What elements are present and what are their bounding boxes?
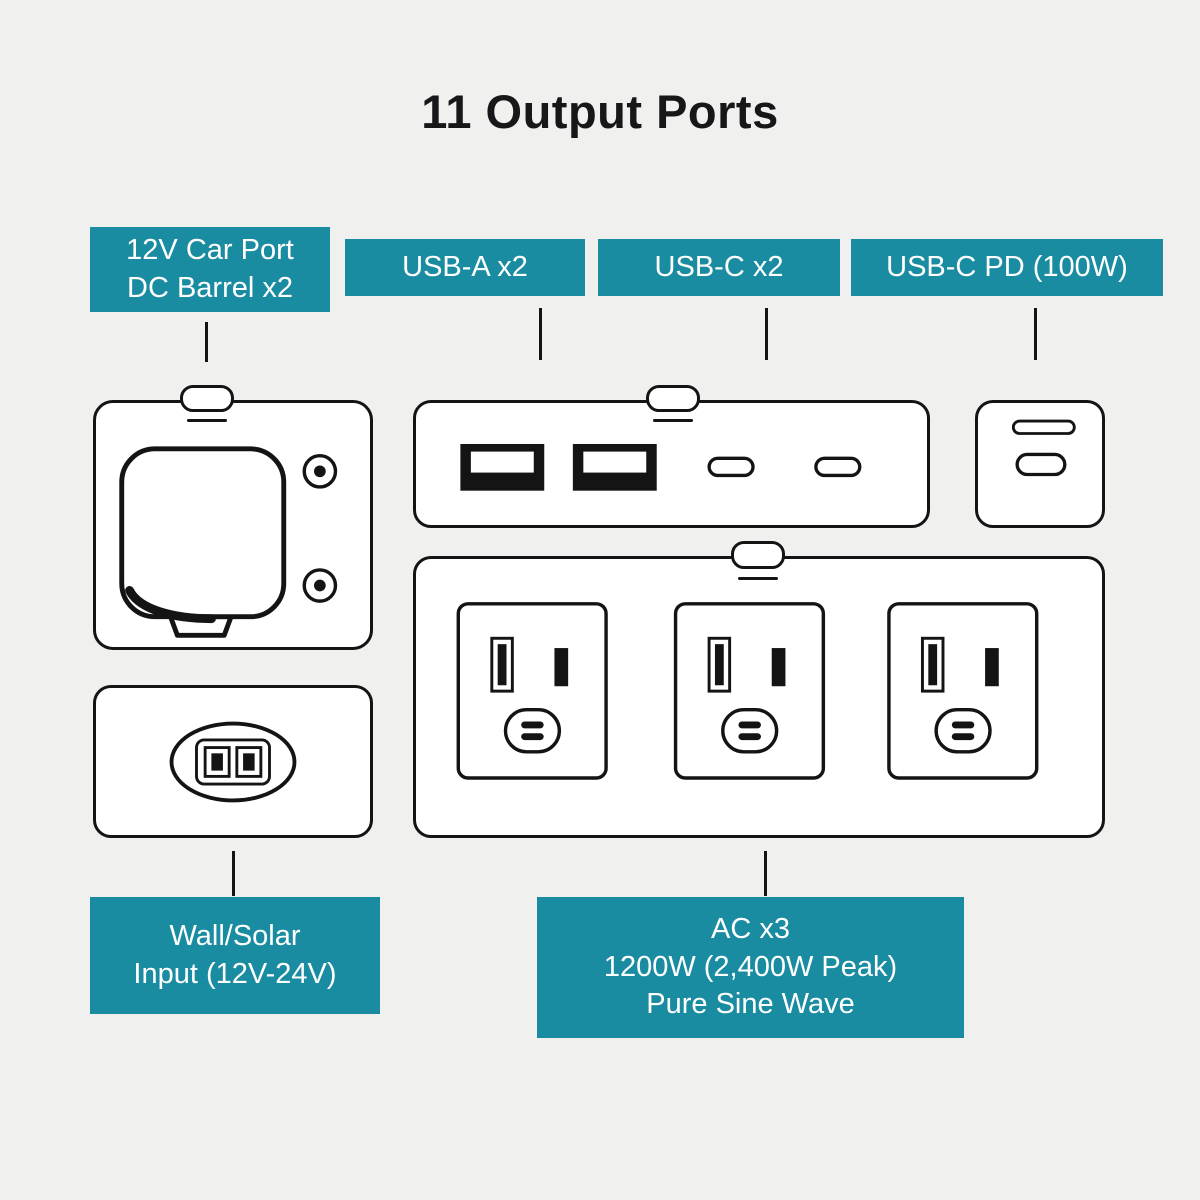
cover-latch-icon — [180, 385, 234, 412]
label-usb-c: USB-C x2 — [598, 239, 840, 296]
label-line: Input (12V-24V) — [133, 957, 337, 990]
label-line: Pure Sine Wave — [646, 988, 855, 1021]
ac-outlets-icon-group — [456, 602, 1039, 780]
connector-line-usb-c — [765, 308, 768, 360]
page-title: 11 Output Ports — [421, 85, 779, 138]
ac-outlet-icon — [887, 602, 1039, 780]
panel-usb — [413, 400, 930, 528]
connector-line-wall-solar — [232, 851, 235, 896]
wall-solar-input-port-icon — [169, 721, 297, 803]
label-line: USB-C PD (100W) — [886, 250, 1128, 283]
dc-barrel-jack-icon — [302, 453, 338, 489]
usb-a-port-icon — [460, 443, 545, 491]
usb-c-port-icon — [707, 456, 755, 478]
latch-groove — [653, 419, 693, 422]
panel-car-port-dc — [93, 400, 373, 650]
panel-usb-c-pd — [975, 400, 1105, 528]
cover-latch-icon — [646, 385, 700, 412]
label-line: AC x3 — [711, 912, 790, 945]
usb-c-pd-port-icon — [1011, 419, 1076, 477]
connector-line-ac — [764, 851, 767, 896]
latch-groove — [738, 577, 778, 580]
dc-barrel-jack-icon — [302, 568, 338, 603]
latch-groove — [187, 419, 227, 422]
label-12v-car-port: 12V Car Port DC Barrel x2 — [90, 227, 330, 312]
label-wall-solar-input: Wall/Solar Input (12V-24V) — [90, 897, 380, 1014]
label-usb-c-pd: USB-C PD (100W) — [851, 239, 1163, 296]
label-line: 1200W (2,400W Peak) — [603, 950, 898, 983]
connector-line-usb-a — [539, 308, 542, 360]
label-ac-output: AC x3 1200W (2,400W Peak) Pure Sine Wave — [537, 897, 964, 1038]
usb-c-port-icon — [814, 456, 862, 478]
ac-outlet-icon — [456, 602, 608, 780]
label-usb-a: USB-A x2 — [345, 239, 585, 296]
ac-outlet-icon — [673, 602, 826, 780]
connector-line-car-port — [205, 322, 208, 362]
label-line: USB-C x2 — [654, 250, 784, 283]
cover-latch-icon — [1011, 419, 1076, 435]
cover-latch-icon — [731, 541, 785, 569]
usb-a-port-icon — [572, 443, 657, 491]
label-line: USB-A x2 — [402, 250, 528, 283]
connector-line-usb-c-pd — [1034, 308, 1037, 360]
label-line: 12V Car Port — [126, 233, 294, 266]
label-line: DC Barrel x2 — [127, 271, 293, 304]
12v-car-port-socket-icon — [119, 446, 338, 638]
panel-ac-outlets — [413, 556, 1105, 838]
panel-wall-solar-input — [93, 685, 373, 838]
label-line: Wall/Solar — [169, 919, 301, 952]
usb-ports-icon-group — [460, 443, 862, 491]
